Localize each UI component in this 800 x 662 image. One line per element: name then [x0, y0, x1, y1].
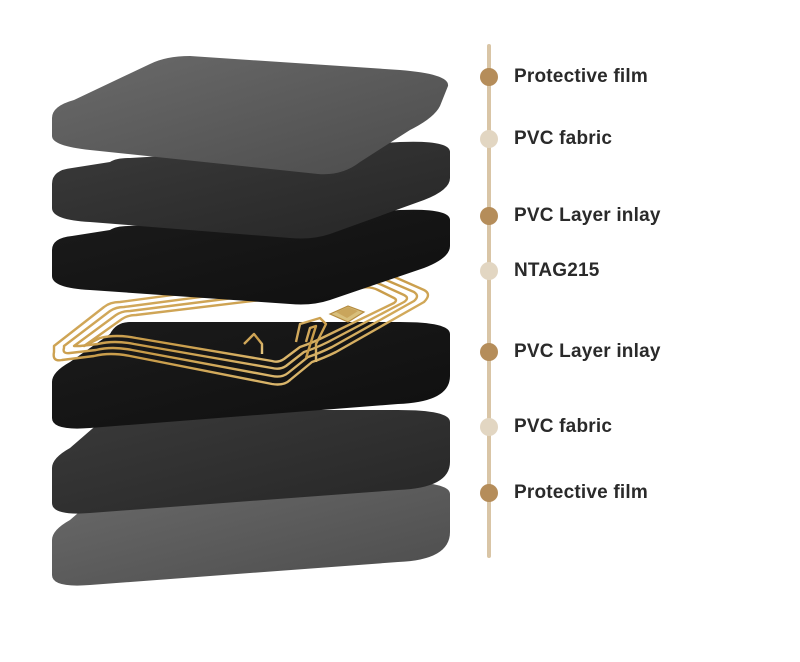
layer-stack-illustration: [52, 56, 450, 586]
layer-label-pvc-fabric-top: PVC fabric: [514, 128, 613, 149]
bottom-pvc-fabric-sheet: [52, 410, 450, 514]
layer-marker-6: [480, 418, 498, 436]
layer-label-pvc-inlay-top: PVC Layer inlay: [514, 205, 661, 226]
layer-label-protective-film-bottom: Protective film: [514, 482, 648, 503]
layer-marker-3: [480, 207, 498, 225]
layer-label-protective-film-top: Protective film: [514, 66, 648, 87]
layer-label-pvc-fabric-bottom: PVC fabric: [514, 416, 613, 437]
layer-marker-5: [480, 343, 498, 361]
layer-label-ntag215: NTAG215: [514, 260, 600, 281]
layer-marker-7: [480, 484, 498, 502]
top-pvc-inlay-sheet: [52, 209, 450, 305]
layer-marker-2: [480, 130, 498, 148]
top-protective-film-sheet: [52, 56, 449, 175]
layer-marker-4: [480, 262, 498, 280]
ntag215-chip: [328, 305, 366, 323]
layer-marker-1: [480, 68, 498, 86]
layer-timeline-line: [487, 44, 491, 558]
bottom-pvc-inlay-sheet: [52, 322, 450, 429]
layer-label-pvc-inlay-bottom: PVC Layer inlay: [514, 341, 661, 362]
